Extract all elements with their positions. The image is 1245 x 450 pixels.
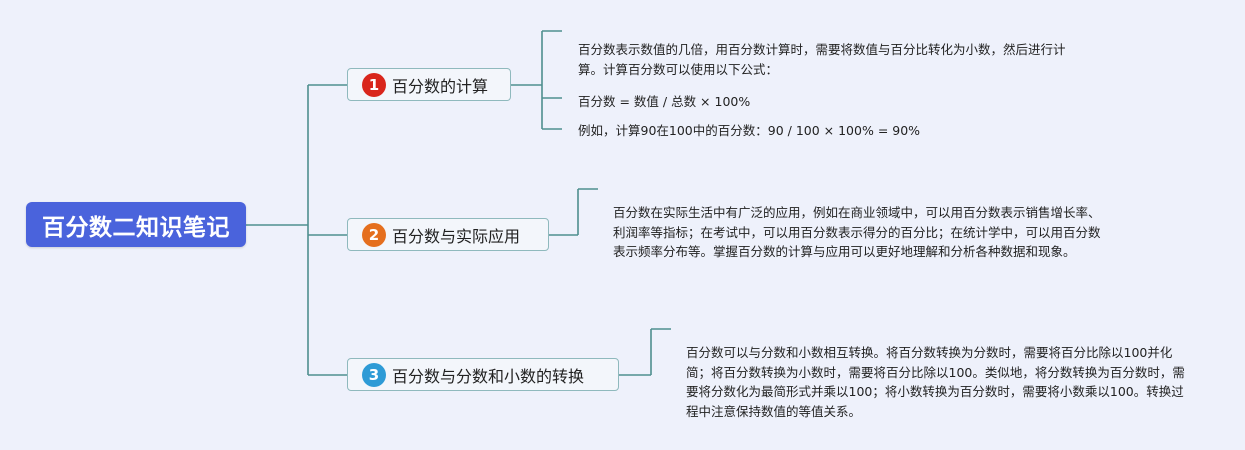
- root-topic[interactable]: 百分数二知识笔记: [26, 202, 246, 247]
- number-badge-icon: 2: [362, 222, 386, 247]
- number-badge-icon: 1: [362, 72, 386, 97]
- branch-label: 百分数与分数和小数的转换: [392, 366, 585, 386]
- branch-conversion[interactable]: 3 百分数与分数和小数的转换: [347, 358, 619, 391]
- note-calculation-example: 例如，计算90在100中的百分数：90 / 100 × 100% = 90%: [578, 123, 921, 138]
- branch-label: 百分数与实际应用: [392, 226, 521, 246]
- root-title: 百分数二知识笔记: [42, 214, 230, 241]
- number-badge-icon: 3: [362, 362, 386, 387]
- branch-label: 百分数的计算: [392, 76, 489, 96]
- note-calculation-intro: 百分数表示数值的几倍，用百分数计算时，需要将数值与百分比转化为小数，然后进行计算…: [578, 42, 1066, 77]
- branch-practical-application[interactable]: 2 百分数与实际应用: [347, 218, 549, 251]
- branch-percent-calculation[interactable]: 1 百分数的计算: [347, 68, 511, 101]
- note-calculation-formula: 百分数 = 数值 / 总数 × 100%: [578, 94, 751, 109]
- note-practical-application: 百分数在实际生活中有广泛的应用，例如在商业领域中，可以用百分数表示销售增长率、利…: [613, 205, 1101, 259]
- note-conversion: 百分数可以与分数和小数相互转换。将百分数转换为分数时，需要将百分比除以100并化…: [686, 345, 1185, 419]
